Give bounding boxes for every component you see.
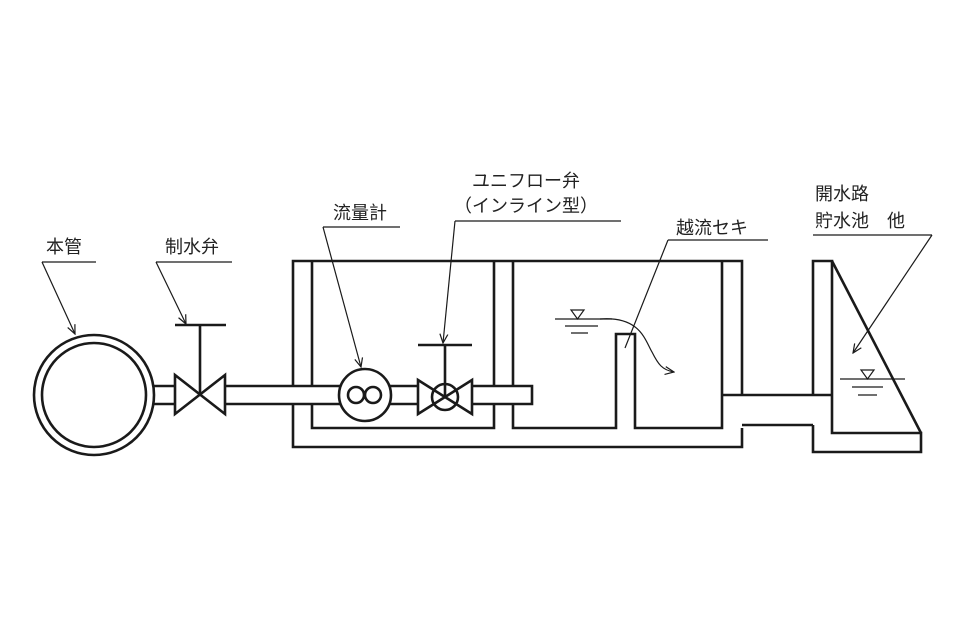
label-text: 本管	[46, 237, 82, 258]
overflow-arrow	[599, 318, 674, 372]
reservoir-structure	[811, 259, 923, 454]
supply-pipe	[153, 384, 534, 406]
label-control-valve: 制水弁	[155, 237, 232, 324]
label-overflow-weir: 越流セキ	[624, 218, 768, 349]
water-level-symbol-tank	[555, 309, 612, 334]
uniflow-valve-symbol	[416, 343, 474, 417]
flow-meter-symbol	[337, 367, 393, 423]
label-outlet: 開水路 貯水池 他	[813, 184, 933, 353]
label-text: 制水弁	[165, 237, 219, 258]
water-level-symbol-reservoir	[840, 369, 905, 396]
label-text: ユニフロー弁	[472, 171, 580, 192]
outlet-pipe	[722, 393, 832, 427]
label-text: 流量計	[333, 203, 387, 224]
tank-structure	[291, 259, 744, 449]
label-text: 開水路	[815, 184, 869, 205]
label-text: 越流セキ	[676, 218, 748, 239]
label-uniflow-valve: ユニフロー弁 （インライン型）	[443, 171, 621, 343]
label-main-pipe: 本管	[41, 237, 96, 334]
label-text: （インライン型）	[454, 196, 598, 217]
main-pipe	[32, 333, 156, 457]
label-text: 貯水池 他	[815, 211, 905, 232]
control-valve-symbol	[173, 323, 227, 417]
label-flow-meter: 流量計	[322, 203, 400, 367]
